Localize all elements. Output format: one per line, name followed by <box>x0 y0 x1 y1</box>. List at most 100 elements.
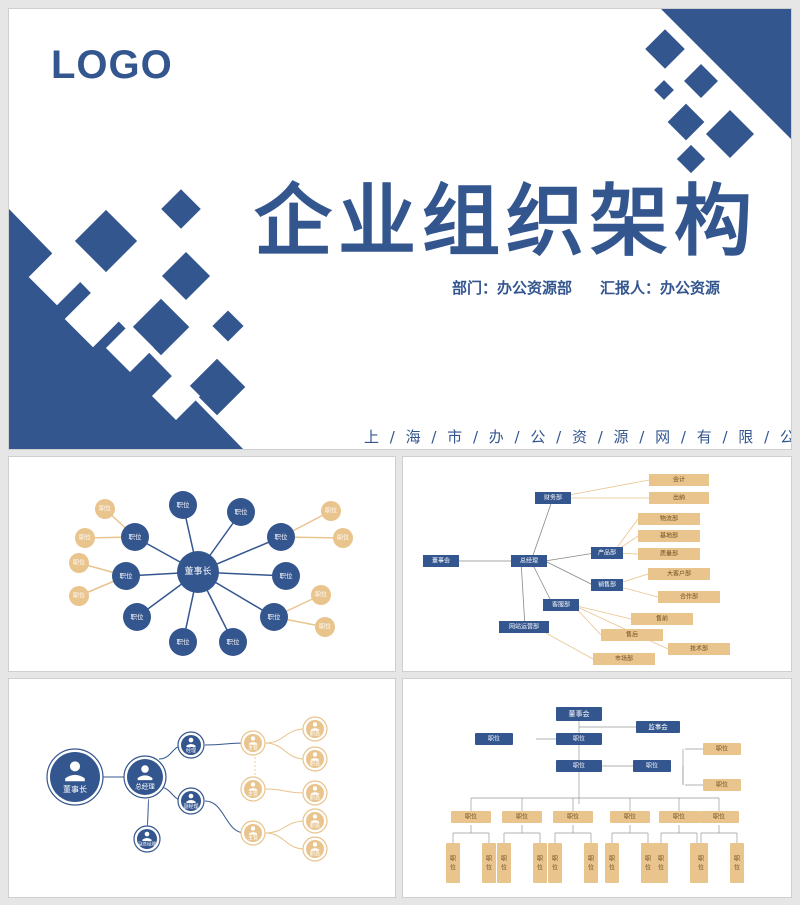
inner-node <box>272 562 300 590</box>
gm-node-label: 总经理 <box>135 781 155 790</box>
position-box-label: 职位 <box>673 813 685 821</box>
connector-line <box>520 560 526 628</box>
position-box <box>556 760 602 772</box>
leaf-position-box <box>533 843 547 883</box>
inner-node <box>227 498 255 526</box>
leaf-position-box <box>605 843 619 883</box>
position-box <box>610 811 650 823</box>
sub-item-box-label: 出纳 <box>673 494 685 502</box>
outer-node <box>69 553 89 573</box>
person-icon <box>65 774 85 782</box>
leaf-position-box-label: 职 <box>698 856 704 863</box>
inner-node <box>169 628 197 656</box>
sub-item-box-label: 售前 <box>656 615 668 623</box>
cover-meta: 部门：办公资源部 汇报人：办公资源 <box>452 277 720 298</box>
position-box <box>703 743 741 755</box>
person-icon <box>312 722 318 727</box>
diamond <box>74 209 138 273</box>
inner-node-label: 职位 <box>235 507 249 516</box>
gm-box <box>511 555 547 567</box>
department-label: 部门：办公资源部 <box>452 279 573 297</box>
person-icon <box>186 800 196 803</box>
leaf-node-label: 职员 <box>310 851 320 857</box>
sub-item-box <box>668 643 730 655</box>
inner-node <box>219 628 247 656</box>
outer-node <box>69 586 89 606</box>
leaf-position-box <box>446 843 460 883</box>
sub-item-box-label: 物流部 <box>660 515 678 523</box>
sub-item-box <box>649 492 709 504</box>
position-box-label: 职位 <box>713 813 725 821</box>
sub-item-box-label: 市场部 <box>615 655 633 663</box>
leaf-node-label: 职员 <box>310 761 320 767</box>
sub-item-box <box>638 530 700 542</box>
diamond <box>684 64 718 98</box>
outer-node-label: 职位 <box>73 592 85 600</box>
mid-node-label: 主管 <box>248 834 258 841</box>
inner-node <box>260 603 288 631</box>
connector-line <box>572 604 669 650</box>
tree-chart-slide[interactable]: 董事长总经理经理副经理副总经理主管主管主管职员职员职员职员职员 <box>8 678 396 898</box>
leaf-position-box <box>694 843 708 883</box>
leaf-position-box-label: 位 <box>501 864 507 872</box>
flow-diagram: 董事会总经理财务部产品部销售部客服部网站运营部会计出纳物流部基地部质量部大客户部… <box>423 474 730 665</box>
leaf-position-box-label: 职 <box>734 856 740 863</box>
diamond <box>676 144 706 174</box>
outer-node <box>75 528 95 548</box>
dept-box-label: 财务部 <box>544 494 562 502</box>
person-icon <box>248 832 258 835</box>
diamond <box>667 103 705 141</box>
person-icon <box>250 736 256 741</box>
outer-node-label: 职位 <box>73 559 85 567</box>
leaf-position-box <box>654 843 668 883</box>
inner-node-label: 职位 <box>120 571 134 580</box>
diamond <box>645 29 685 69</box>
person-icon <box>248 788 258 791</box>
deputy-node-label: 副经理 <box>183 803 198 810</box>
inner-node-label: 职位 <box>280 571 294 580</box>
position-box-label: 职位 <box>516 813 528 821</box>
connector-curve <box>204 800 246 834</box>
person-icon <box>248 742 258 745</box>
cover-slide[interactable]: LOGO 企业组织架构 部门：办公资源部汇报人：办公资源 上 / 海 / 市 /… <box>8 8 792 450</box>
person-icon <box>141 765 149 773</box>
inner-node-label: 职位 <box>268 612 282 621</box>
outer-node-label: 职位 <box>325 507 337 515</box>
diamond <box>161 251 211 301</box>
leaf-position-box <box>641 843 655 883</box>
sub-item-box-label: 会计 <box>673 476 685 484</box>
person-icon <box>142 838 152 841</box>
org-chart-slide[interactable]: 董事会监事会职位职位职位职位职位职位职位职位职位职位职位职位职位职位职位职位职位… <box>402 678 792 898</box>
dept-box <box>591 579 623 591</box>
position-box <box>699 811 739 823</box>
position-box <box>659 811 699 823</box>
flow-chart-slide[interactable]: 董事会总经理财务部产品部销售部客服部网站运营部会计出纳物流部基地部质量部大客户部… <box>402 456 792 672</box>
position-box-label: 职位 <box>573 735 585 743</box>
connector-line <box>530 560 554 606</box>
radial-chart-slide[interactable]: 职位职位职位职位职位职位职位职位职位职位职位职位职位职位职位职位职位职位董事长 <box>8 456 396 672</box>
position-box-label: 职位 <box>488 735 500 743</box>
person-icon <box>188 793 194 799</box>
sub-item-box-label: 售后 <box>626 631 638 639</box>
leaf-position-box <box>730 843 744 883</box>
sub-item-box <box>593 653 655 665</box>
person-icon <box>186 744 196 747</box>
connector-line <box>530 497 554 562</box>
reporter-label: 汇报人：办公资源 <box>600 279 721 297</box>
connector-curve <box>264 728 306 744</box>
sub-item-box <box>649 474 709 486</box>
inner-node <box>267 523 295 551</box>
supervisors-box <box>636 721 680 733</box>
leaf-position-box <box>482 843 496 883</box>
leaf-position-box <box>548 843 562 883</box>
leaf-position-box-label: 职 <box>501 856 507 863</box>
dept-box-label: 产品部 <box>598 549 616 557</box>
dept-box <box>543 599 579 611</box>
gm-box-label: 总经理 <box>520 557 538 565</box>
sub-item-box <box>648 568 710 580</box>
chairman-node-label: 董事长 <box>63 784 87 794</box>
leaf-position-box-label: 职 <box>588 856 594 863</box>
leaf-position-box <box>584 843 598 883</box>
person-icon <box>312 814 318 819</box>
